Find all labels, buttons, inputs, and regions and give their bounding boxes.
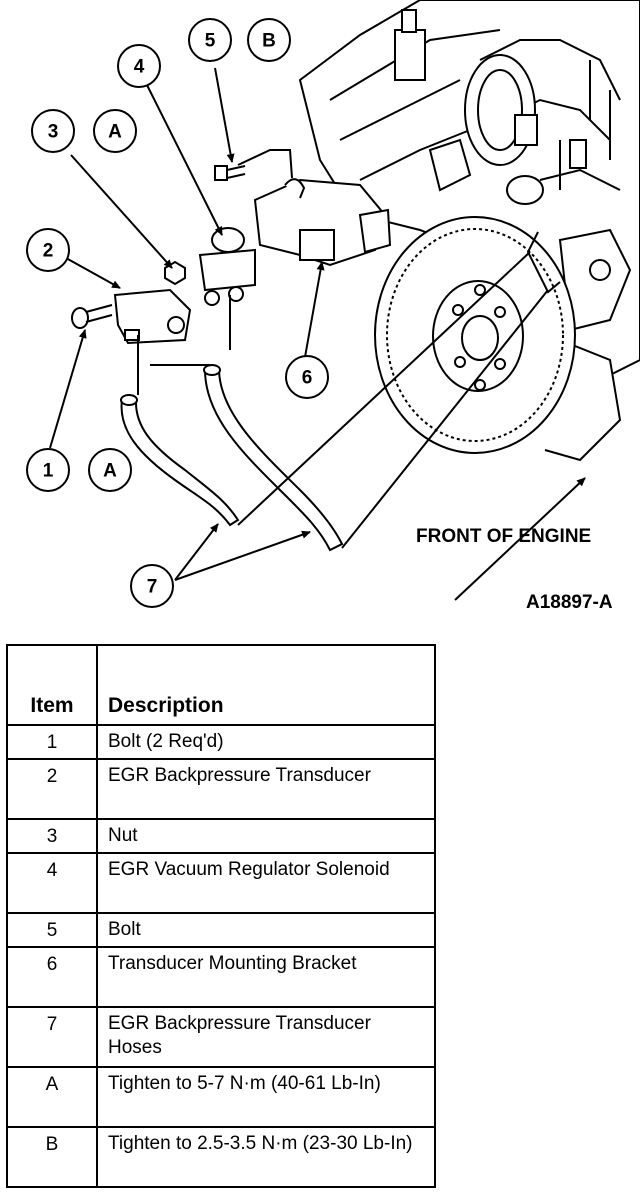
table-row: 1 Bolt (2 Req'd) [6,724,436,760]
vacuum-lines [237,231,561,549]
item-cell: 4 [6,852,98,914]
table-row: 6 Transducer Mounting Bracket [6,946,436,1008]
item-cell: 2 [6,758,98,820]
table-row: A Tighten to 5-7 N·m (40-61 Lb-In) [6,1066,436,1128]
description-cell: Bolt [96,912,436,948]
figure-id: A18897-A [526,592,613,613]
callout-label-4: 4 [134,57,145,78]
description-cell: EGR Vacuum Regulator Solenoid [96,852,436,914]
exploded-view-diagram: 5 B 4 3 A 2 6 1 A 7 [26,0,640,608]
description-cell: Nut [96,818,436,854]
callout-label-5: 5 [205,31,216,52]
callout-label-1: 1 [43,461,54,482]
item-cell: 1 [6,724,98,760]
description-cell: EGR Backpressure Transducer Hoses [96,1006,436,1068]
table-row: 7 EGR Backpressure Transducer Hoses [6,1006,436,1068]
table-header-row: Item Description [6,644,436,726]
table-row: 2 EGR Backpressure Transducer [6,758,436,820]
callout-circle-3 [31,109,75,153]
flexplate [374,216,576,454]
table-row: B Tighten to 2.5-3.5 N·m (23-30 Lb-In) [6,1126,436,1188]
item-cell: 7 [6,1006,98,1068]
item-cell: B [6,1126,98,1188]
front-of-engine-arrow [454,477,586,601]
callout-label-3: 3 [48,122,59,143]
callout-label-7: 7 [147,577,158,598]
header-description: Description [96,644,436,726]
item-cell: 6 [6,946,98,1008]
description-cell: Transducer Mounting Bracket [96,946,436,1008]
item-cell: 3 [6,818,98,854]
callout-circle-1 [26,448,70,492]
callout-circle-A-bottom [88,448,132,492]
callout-label-6: 6 [302,368,313,389]
callout-circle-B [247,18,291,62]
leader-lines [49,67,325,581]
table-row: 5 Bolt [6,912,436,948]
bracket-assembly [71,165,392,345]
callout-circle-6 [285,355,329,399]
header-item: Item [6,644,98,726]
item-cell: A [6,1066,98,1128]
description-cell: Bolt (2 Req'd) [96,724,436,760]
description-cell: Tighten to 5-7 N·m (40-61 Lb-In) [96,1066,436,1128]
callout-circle-2 [26,228,70,272]
callout-label-B: B [262,31,276,52]
front-of-engine-label: FRONT OF ENGINE [416,526,592,547]
parts-table: Item Description 1 Bolt (2 Req'd) 2 EGR … [6,644,436,1188]
callout-label-2: 2 [43,241,54,262]
callout-label-A-bottom: A [103,461,117,482]
egr-hoses [120,295,344,552]
callout-label-A-top: A [108,122,122,143]
callout-circle-5 [188,18,232,62]
description-cell: EGR Backpressure Transducer [96,758,436,820]
table-row: 4 EGR Vacuum Regulator Solenoid [6,852,436,914]
callout-circle-7 [130,564,174,608]
item-cell: 5 [6,912,98,948]
table-row: 3 Nut [6,818,436,854]
description-cell: Tighten to 2.5-3.5 N·m (23-30 Lb-In) [96,1126,436,1188]
callout-circle-4 [117,44,161,88]
callout-circle-A-top [93,109,137,153]
